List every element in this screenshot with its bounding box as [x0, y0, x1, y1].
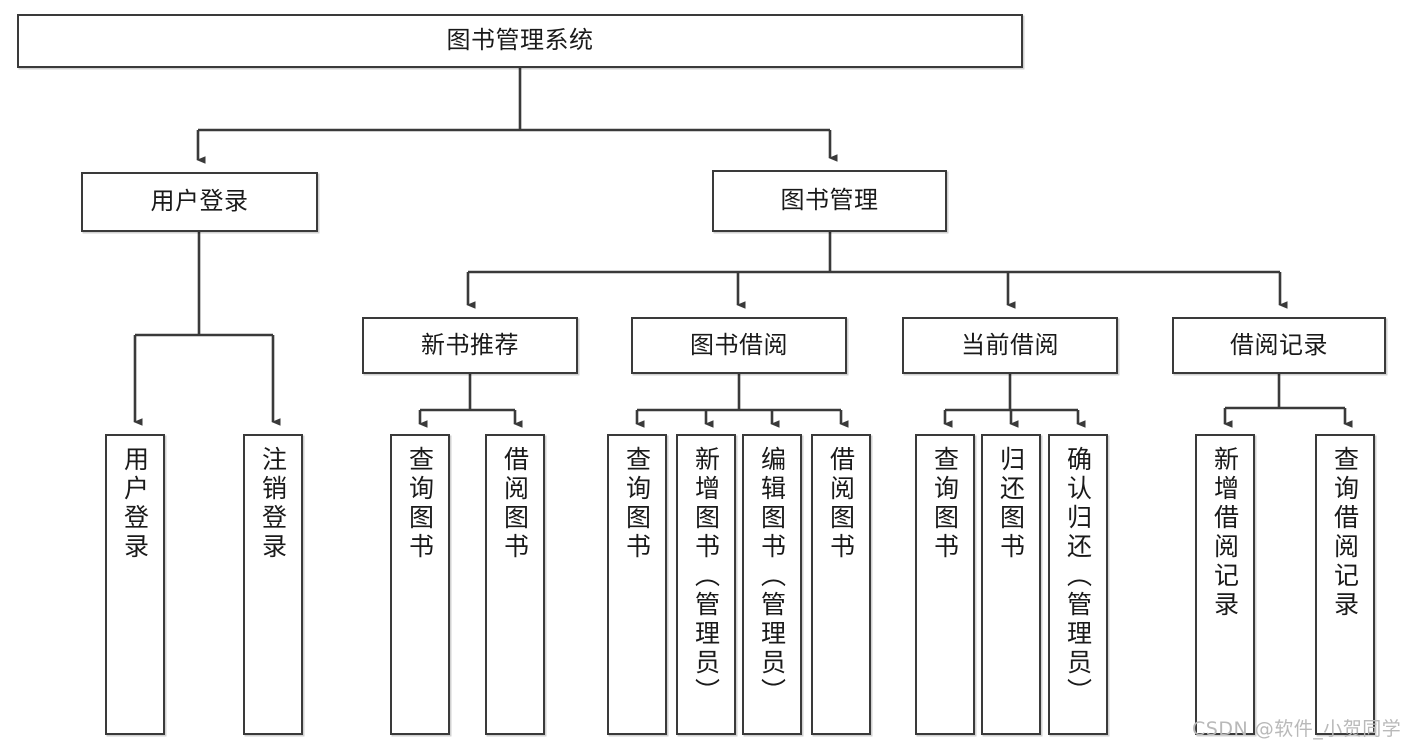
node-book-management-label: 图书管理 — [780, 186, 879, 215]
leaf-user-login[interactable]: 用户登录 — [105, 434, 165, 735]
leaf-borrow-book-recommend[interactable]: 借阅图书 — [485, 434, 545, 735]
leaf-logout[interactable]: 注销登录 — [243, 434, 303, 735]
leaf-borrow-book-label: 借阅图书 — [826, 446, 856, 562]
leaf-add-borrow-record[interactable]: 新增借阅记录 — [1195, 434, 1255, 735]
node-user-login[interactable]: 用户登录 — [81, 172, 318, 232]
leaf-add-borrow-record-label: 新增借阅记录 — [1210, 446, 1240, 620]
node-user-login-label: 用户登录 — [150, 187, 249, 216]
leaf-return-book[interactable]: 归还图书 — [981, 434, 1041, 735]
leaf-borrow-book[interactable]: 借阅图书 — [811, 434, 871, 735]
leaf-return-book-label: 归还图书 — [996, 446, 1026, 562]
leaf-confirm-return-admin-label: 确认归还（管理员） — [1063, 446, 1093, 707]
node-borrow-records-label: 借阅记录 — [1230, 330, 1328, 359]
leaf-query-book-recommend[interactable]: 查询图书 — [390, 434, 450, 735]
node-root-label: 图书管理系统 — [446, 26, 594, 55]
node-borrow-records[interactable]: 借阅记录 — [1172, 317, 1386, 374]
leaf-query-borrow-record-label: 查询借阅记录 — [1330, 446, 1360, 620]
node-new-book-recommend[interactable]: 新书推荐 — [362, 317, 578, 374]
leaf-query-borrow-record[interactable]: 查询借阅记录 — [1315, 434, 1375, 735]
leaf-borrow-book-recommend-label: 借阅图书 — [500, 446, 530, 562]
leaf-user-login-label: 用户登录 — [120, 446, 150, 562]
leaf-query-book-recommend-label: 查询图书 — [405, 446, 435, 562]
leaf-edit-book-admin-label: 编辑图书（管理员） — [757, 446, 787, 707]
node-book-management[interactable]: 图书管理 — [712, 170, 947, 232]
leaf-query-book-borrow[interactable]: 查询图书 — [607, 434, 667, 735]
leaf-query-book-borrow-label: 查询图书 — [622, 446, 652, 562]
node-current-borrow-label: 当前借阅 — [961, 330, 1059, 359]
node-book-borrow[interactable]: 图书借阅 — [631, 317, 847, 374]
leaf-add-book-admin[interactable]: 新增图书（管理员） — [676, 434, 736, 735]
node-root[interactable]: 图书管理系统 — [17, 14, 1023, 68]
leaf-confirm-return-admin[interactable]: 确认归还（管理员） — [1048, 434, 1108, 735]
leaf-logout-label: 注销登录 — [258, 446, 288, 562]
node-current-borrow[interactable]: 当前借阅 — [902, 317, 1118, 374]
csdn-watermark: CSDN @软件_小贺同学 — [1192, 718, 1402, 740]
node-new-book-recommend-label: 新书推荐 — [421, 330, 519, 359]
node-book-borrow-label: 图书借阅 — [690, 330, 788, 359]
leaf-edit-book-admin[interactable]: 编辑图书（管理员） — [742, 434, 802, 735]
leaf-query-book-current-label: 查询图书 — [930, 446, 960, 562]
leaf-query-book-current[interactable]: 查询图书 — [915, 434, 975, 735]
leaf-add-book-admin-label: 新增图书（管理员） — [691, 446, 721, 707]
